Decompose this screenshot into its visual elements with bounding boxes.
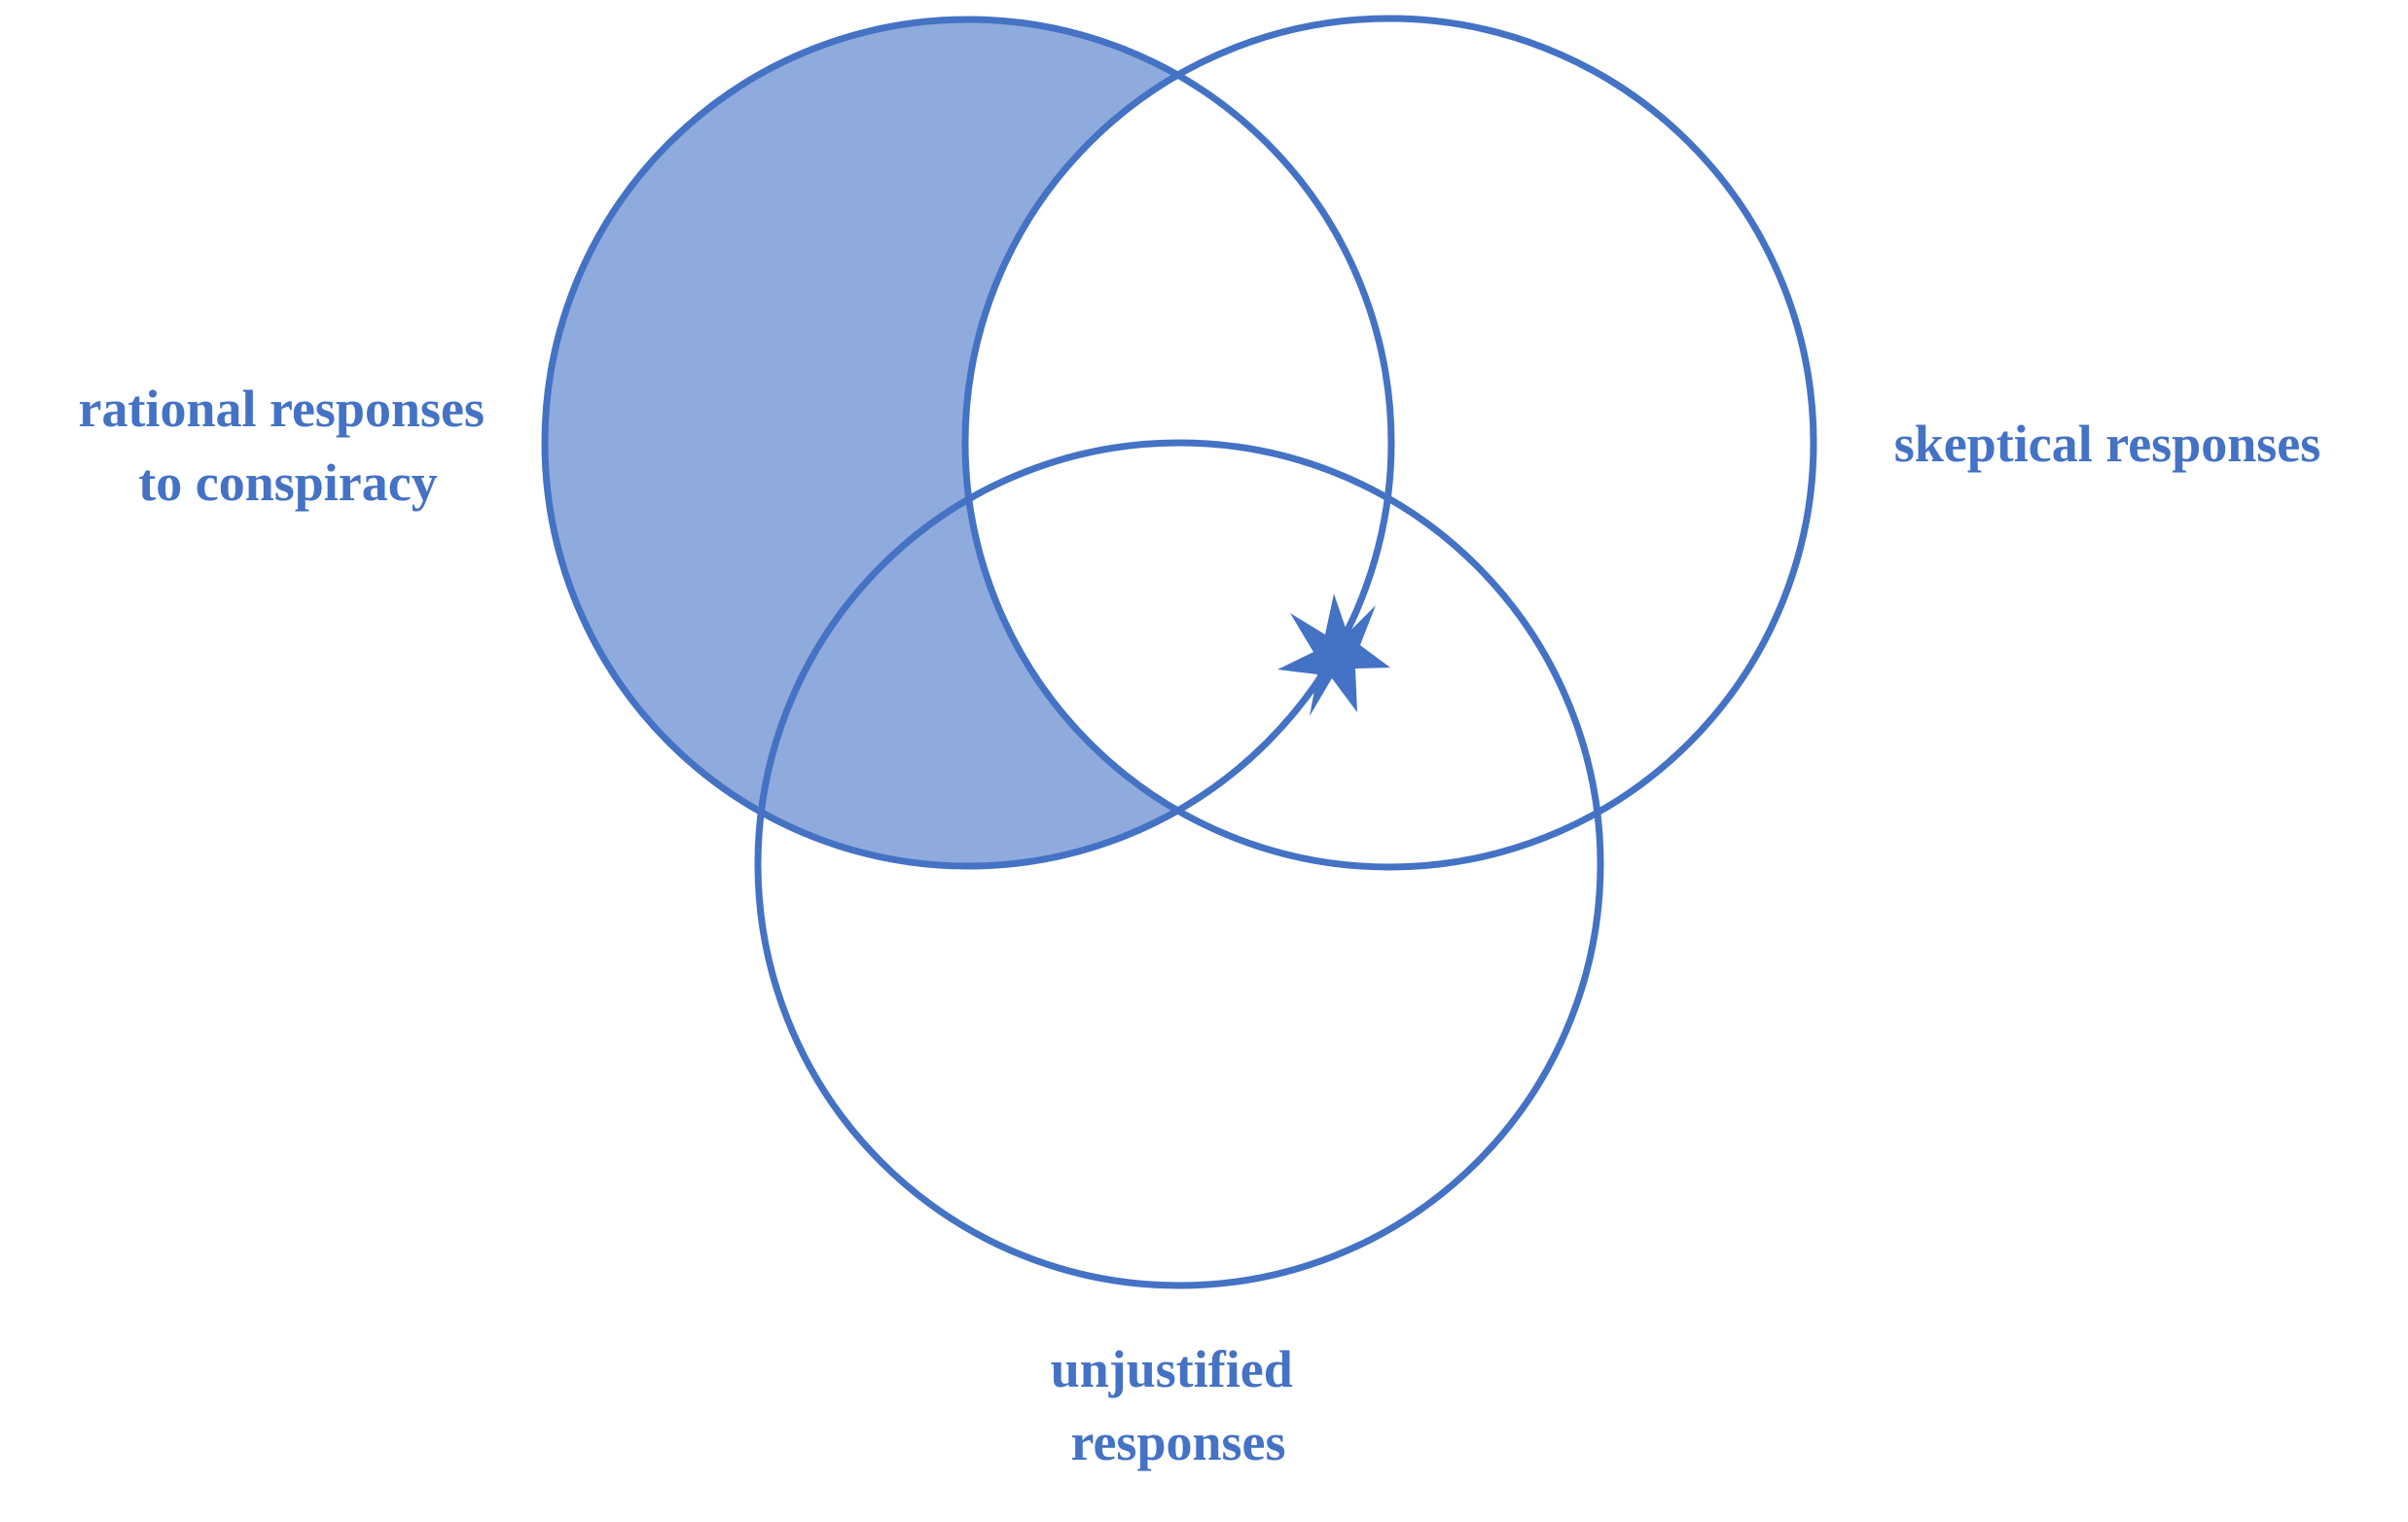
unjustified-set-label: unjustified responses: [1051, 1340, 1307, 1471]
rational-set-label: rational responses to conspiracy: [78, 380, 497, 512]
unjustified-label-line-1: unjustified: [1051, 1340, 1293, 1398]
star-icon: [1277, 594, 1390, 716]
skeptical-label-line-1: skeptical responses: [1894, 415, 2321, 473]
unjustified-label-line-2: responses: [1070, 1413, 1285, 1471]
rational-set-circle: [541, 16, 1395, 870]
unjustified-set-circle: [754, 439, 1604, 1289]
skeptical-set-label: skeptical responses: [1894, 415, 2321, 473]
rational-label-line-1: rational responses: [78, 380, 485, 438]
skeptical-set-circle: [961, 15, 1817, 871]
rational-label-line-2: to conspiracy: [138, 453, 437, 512]
